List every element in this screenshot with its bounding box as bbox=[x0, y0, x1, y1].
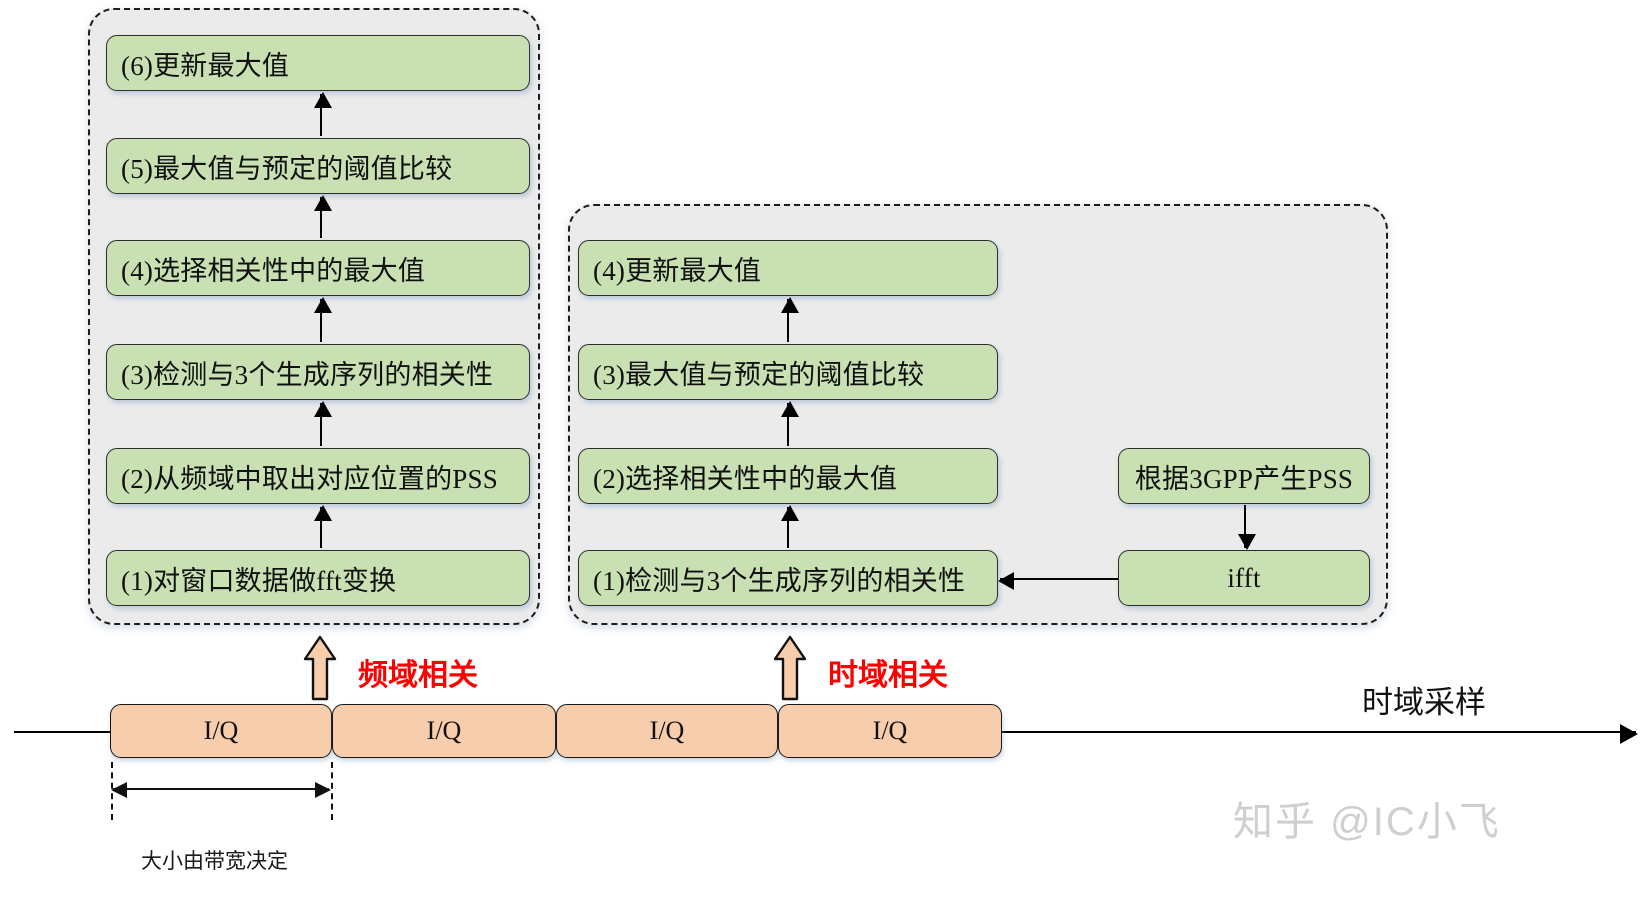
time-callout-label: 时域相关 bbox=[828, 659, 948, 692]
freq-step-3[interactable]: (3)检测与3个生成序列的相关性 bbox=[106, 344, 530, 400]
frequency-domain-panel bbox=[88, 8, 540, 625]
dimension-caption: 大小由带宽决定 bbox=[141, 850, 288, 873]
time-step-2[interactable]: (2)选择相关性中的最大值 bbox=[578, 448, 998, 504]
freq-step-1[interactable]: (1)对窗口数据做fft变换 bbox=[106, 550, 530, 606]
iq-block-4[interactable]: I/Q bbox=[778, 704, 1002, 758]
ifft-box[interactable]: ifft bbox=[1118, 550, 1370, 606]
freq-arrow-2-to-3 bbox=[313, 401, 332, 446]
freq-step-6[interactable]: (6)更新最大值 bbox=[106, 35, 530, 91]
watermark: 知乎 @IC小飞 bbox=[1233, 800, 1501, 844]
freq-step-5[interactable]: (5)最大值与预定的阈值比较 bbox=[106, 138, 530, 194]
arrow-pss-to-ifft bbox=[1237, 505, 1256, 550]
arrow-ifft-to-time-step-1 bbox=[998, 571, 1118, 590]
timeline-axis-label: 时域采样 bbox=[1362, 685, 1486, 720]
pss-generate-box[interactable]: 根据3GPP产生PSS bbox=[1118, 448, 1370, 504]
dimension-measure-line bbox=[111, 782, 331, 798]
time-arrow-1-to-2 bbox=[780, 505, 799, 548]
freq-arrow-4-to-5 bbox=[313, 195, 332, 238]
freq-step-2[interactable]: (2)从频域中取出对应位置的PSS bbox=[106, 448, 530, 504]
dimension-tick-right bbox=[331, 762, 333, 820]
time-arrow-2-to-3 bbox=[780, 401, 799, 446]
iq-block-2[interactable]: I/Q bbox=[332, 704, 556, 758]
time-arrow-3-to-4 bbox=[780, 297, 799, 342]
freq-arrow-3-to-4 bbox=[313, 297, 332, 342]
time-step-4[interactable]: (4)更新最大值 bbox=[578, 240, 998, 296]
time-step-1[interactable]: (1)检测与3个生成序列的相关性 bbox=[578, 550, 998, 606]
freq-step-4[interactable]: (4)选择相关性中的最大值 bbox=[106, 240, 530, 296]
time-step-3[interactable]: (3)最大值与预定的阈值比较 bbox=[578, 344, 998, 400]
iq-block-1[interactable]: I/Q bbox=[110, 704, 332, 758]
freq-arrow-1-to-2 bbox=[313, 505, 332, 548]
iq-block-3[interactable]: I/Q bbox=[556, 704, 778, 758]
freq-callout-label: 频域相关 bbox=[358, 659, 478, 692]
freq-arrow-5-to-6 bbox=[313, 92, 332, 136]
freq-callout-arrow-icon bbox=[302, 635, 338, 706]
time-callout-arrow-icon bbox=[772, 635, 808, 706]
